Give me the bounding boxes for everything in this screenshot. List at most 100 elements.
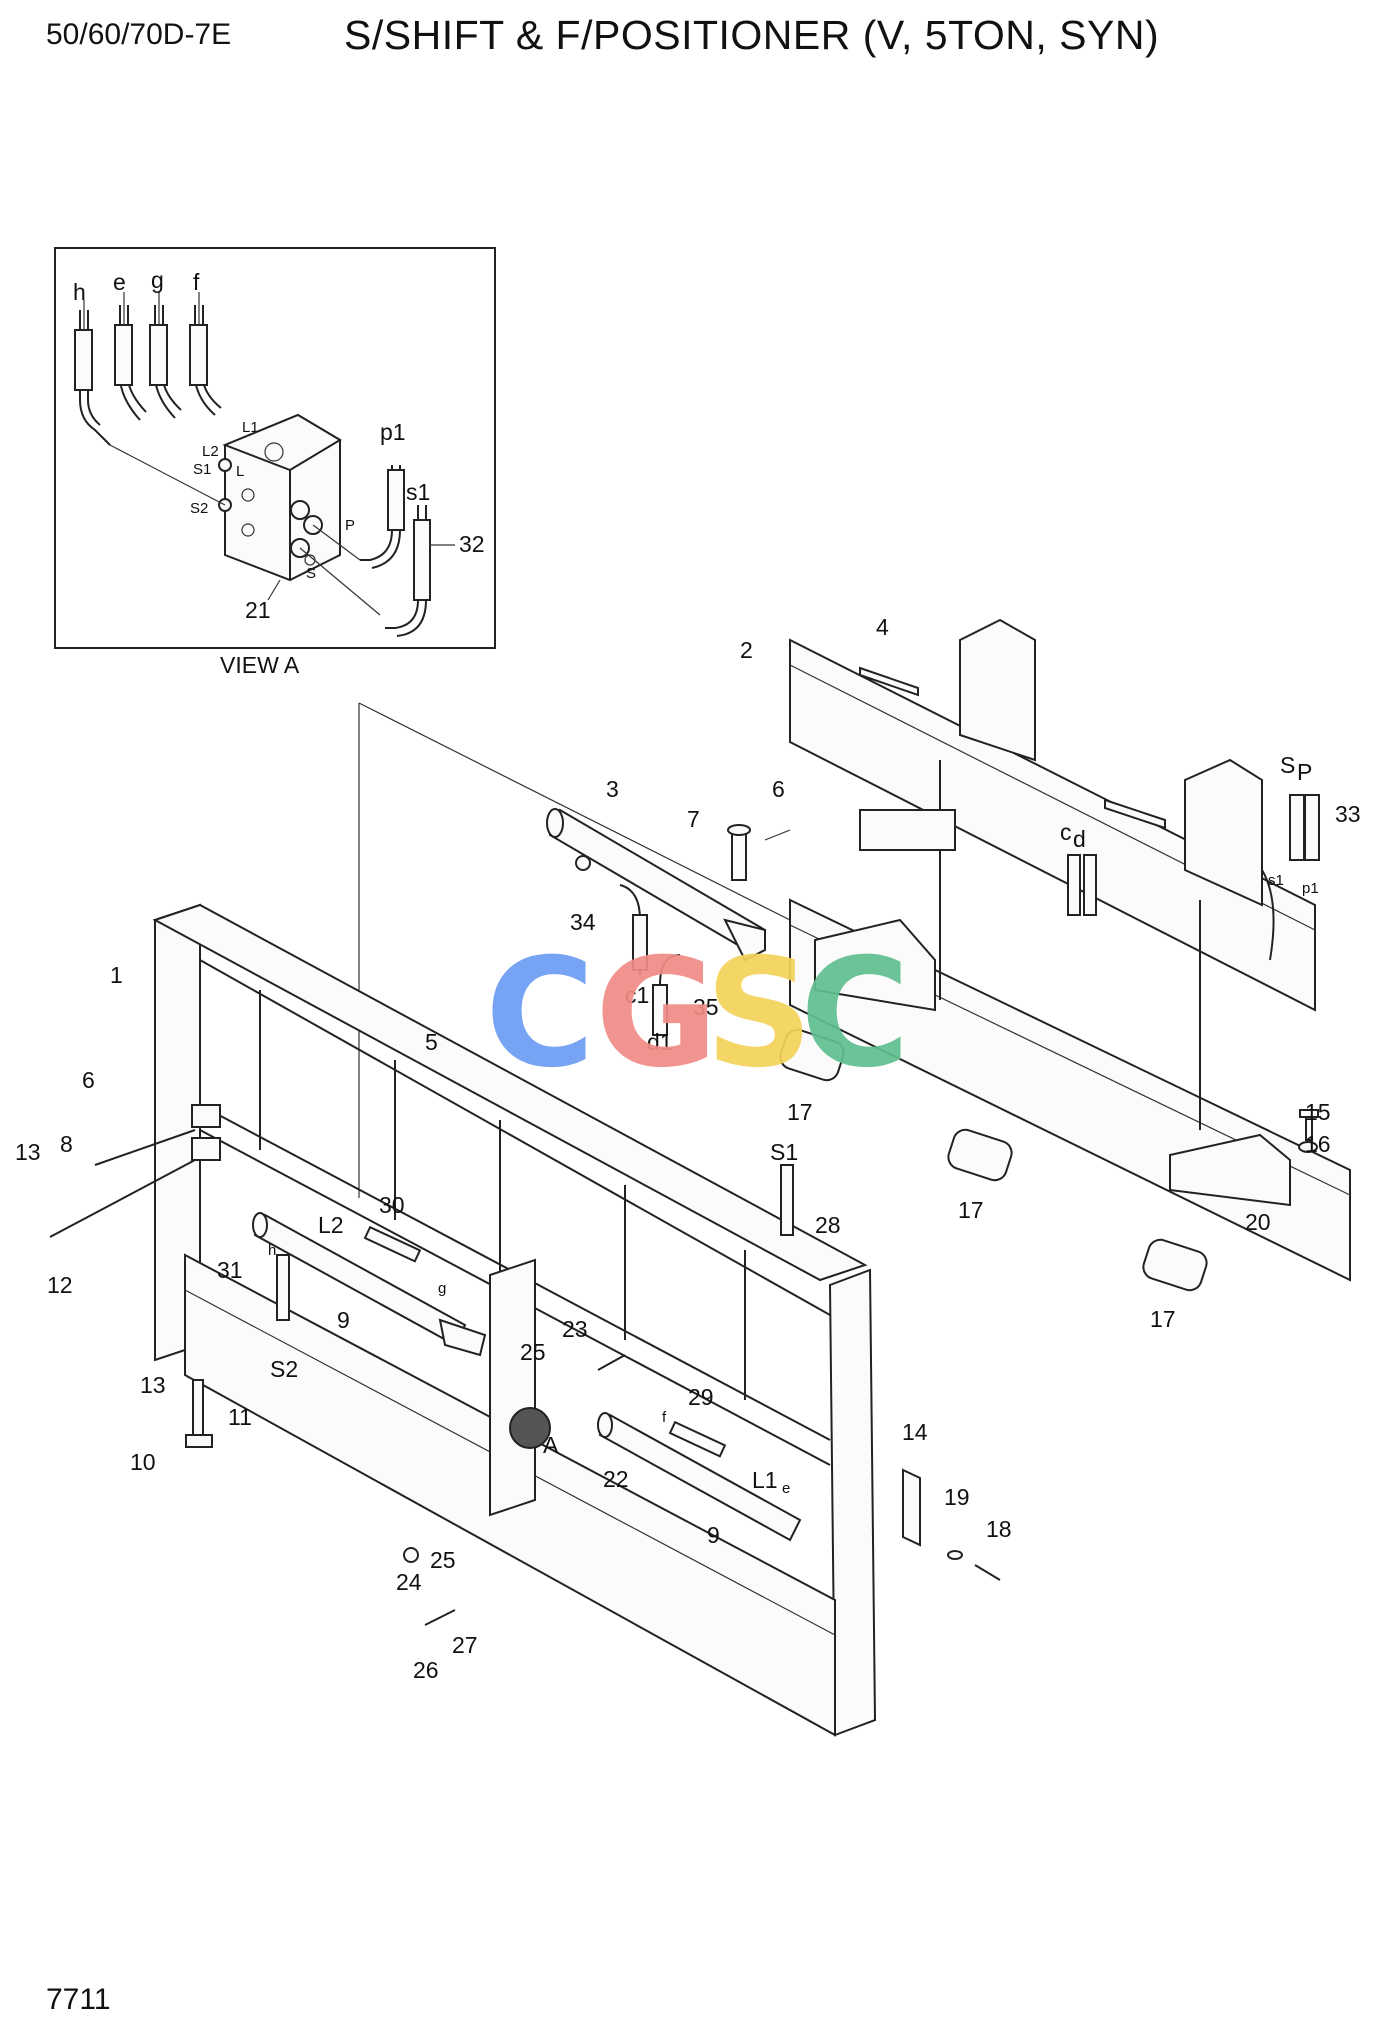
watermark-letter-3: S — [705, 927, 813, 1101]
port-label-p: P — [345, 517, 355, 534]
callout-30: 30 — [379, 1192, 405, 1218]
callout-28: 28 — [815, 1212, 841, 1238]
label-d1: d1 — [647, 1029, 673, 1055]
label-c1: c1 — [625, 982, 649, 1008]
wear-strip — [859, 666, 919, 697]
callout-34: 34 — [570, 909, 596, 935]
hose-letter-f: f — [193, 269, 200, 295]
label-S1: S1 — [770, 1139, 798, 1165]
label-S: S — [1280, 752, 1295, 778]
callout-23: 23 — [562, 1316, 588, 1342]
label-P: P — [1297, 759, 1312, 785]
callout-16: 16 — [1305, 1131, 1331, 1157]
port-label-l2: L2 — [202, 443, 219, 460]
front-frame — [152, 903, 877, 1737]
watermark-letter-2: G — [595, 927, 718, 1101]
plate-14 — [902, 1468, 921, 1547]
callout-12: 12 — [47, 1272, 73, 1298]
label-e: e — [782, 1480, 790, 1497]
label-L2: L2 — [318, 1212, 344, 1238]
port-label-s1: S1 — [193, 461, 211, 478]
side-shift-cylinder — [546, 808, 767, 962]
port-label-l1: L1 — [242, 419, 259, 436]
hose-33 — [1289, 794, 1305, 861]
callout-20: 20 — [1245, 1209, 1271, 1235]
detail-a-marker — [509, 1407, 551, 1449]
callout-7: 7 — [687, 806, 700, 832]
callout-22: 22 — [603, 1466, 629, 1492]
callout-11: 11 — [228, 1404, 252, 1430]
label-p1: p1 — [1302, 880, 1319, 897]
callout-numbers: 1 2 3 4 5 6 6 7 8 9 9 10 11 12 13 13 14 … — [15, 614, 1361, 1683]
callout-9a: 9 — [337, 1307, 350, 1333]
callout-4: 4 — [876, 614, 889, 640]
port-label-s2: S2 — [190, 500, 208, 517]
callout-32: 32 — [459, 531, 485, 557]
label-S2: S2 — [270, 1356, 298, 1382]
pin-8 — [94, 1129, 196, 1166]
label-d: d — [1073, 826, 1086, 852]
callout-6a: 6 — [772, 776, 785, 802]
callout-19: 19 — [944, 1484, 970, 1510]
view-a-frame — [54, 247, 496, 649]
label-h: h — [268, 1242, 276, 1259]
valve-block — [218, 413, 342, 582]
line-label-s1: s1 — [406, 479, 430, 505]
callout-3: 3 — [606, 776, 619, 802]
hose-letter-labels: c d c1 d1 s1 p1 S P L2 L1 h g f e S1 S2 … — [268, 752, 1319, 1497]
label-c: c — [1060, 819, 1072, 845]
callout-33: 33 — [1335, 801, 1361, 827]
view-a-caption: VIEW A — [220, 652, 300, 678]
callout-21: 21 — [245, 597, 271, 623]
callout-9b: 9 — [707, 1522, 720, 1548]
callout-31: 31 — [217, 1257, 243, 1283]
line-label-p1: p1 — [380, 419, 406, 445]
hose-letter-e: e — [113, 269, 126, 295]
cgsc-watermark: C G S C — [485, 927, 910, 1101]
callout-29: 29 — [688, 1384, 714, 1410]
callout-17c: 17 — [1150, 1306, 1176, 1332]
callout-5: 5 — [425, 1029, 438, 1055]
callout-35: 35 — [693, 994, 719, 1020]
callout-25a: 25 — [520, 1339, 546, 1365]
callout-13a: 13 — [15, 1139, 41, 1165]
port-label-s: S — [306, 565, 316, 582]
hose-letter-g: g — [151, 267, 164, 293]
label-s1: s1 — [1268, 872, 1284, 889]
callout-24: 24 — [396, 1569, 422, 1595]
callout-15: 15 — [1305, 1099, 1331, 1125]
port-label-l: L — [236, 463, 244, 480]
pin — [731, 829, 747, 881]
positioner-cylinder-right — [597, 1164, 802, 1542]
callout-13b: 13 — [140, 1372, 166, 1398]
pin-12 — [49, 1159, 196, 1238]
callout-17b: 17 — [958, 1197, 984, 1223]
rear-carriage — [789, 618, 1351, 1282]
callout-1: 1 — [110, 962, 123, 988]
callout-14: 14 — [902, 1419, 928, 1445]
page-title: S/SHIFT & F/POSITIONER (V, 5TON, SYN) — [344, 12, 1160, 58]
model-number: 50/60/70D-7E — [46, 18, 232, 51]
callout-10: 10 — [130, 1449, 156, 1475]
callout-27: 27 — [452, 1632, 478, 1658]
watermark-letter-1: C — [485, 927, 595, 1101]
page-number: 7711 — [46, 1983, 111, 2016]
pin-11 — [192, 1379, 204, 1439]
positioner-cylinder-left — [252, 1212, 487, 1357]
callout-26: 26 — [413, 1657, 439, 1683]
callout-25b: 25 — [430, 1547, 456, 1573]
callout-18: 18 — [986, 1516, 1012, 1542]
label-f: f — [662, 1409, 667, 1426]
view-a-hoses — [74, 292, 455, 637]
callout-2: 2 — [740, 637, 753, 663]
callout-6b: 6 — [82, 1067, 95, 1093]
callout-17a: 17 — [787, 1099, 813, 1125]
label-L1: L1 — [752, 1467, 778, 1493]
watermark-letter-4: C — [800, 927, 910, 1101]
hose-letter-h: h — [73, 279, 86, 305]
callout-8: 8 — [60, 1131, 73, 1157]
view-a-inset: h e g f L1 L2 L S1 S2 P S p1 s1 21 32 VI… — [54, 247, 496, 678]
rubber-pad — [779, 1028, 845, 1082]
label-A: A — [543, 1432, 559, 1458]
